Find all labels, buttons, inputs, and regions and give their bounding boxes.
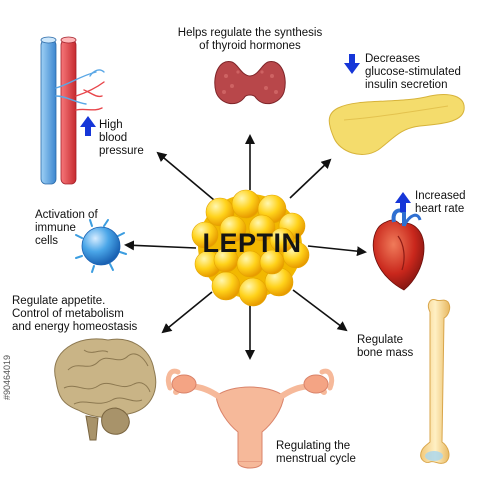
menstrual-label: Regulating the menstrual cycle bbox=[276, 440, 386, 466]
insulin-label-line: Decreases bbox=[365, 53, 420, 65]
arrow-to-immune-cell bbox=[124, 240, 197, 251]
heart-rate-label-line: Increased bbox=[415, 190, 466, 202]
up-arrow-icon bbox=[395, 192, 411, 212]
blood-pressure-label-line: High bbox=[99, 119, 123, 131]
blood-pressure-label-line: blood bbox=[99, 132, 128, 144]
blood-vessels-icon bbox=[40, 36, 105, 185]
thyroid-label-line: of thyroid hormones bbox=[199, 40, 301, 52]
center-label: LEPTIN bbox=[202, 228, 302, 258]
insulin-label: Decreases glucose-stimulated insulin sec… bbox=[365, 53, 495, 92]
heart-icon bbox=[372, 208, 425, 291]
pancreas-icon bbox=[328, 94, 465, 155]
arrow-to-brain bbox=[161, 291, 213, 334]
menstrual-label-line: Regulating the bbox=[276, 440, 351, 452]
immune-label-line: cells bbox=[35, 235, 59, 247]
heart-rate-label-line: heart rate bbox=[415, 203, 465, 215]
brain-icon bbox=[54, 338, 157, 441]
immune-label-line: Activation of bbox=[35, 209, 98, 221]
arrow-to-bone bbox=[292, 289, 348, 332]
blood-pressure-label-line: pressure bbox=[99, 145, 144, 157]
immune-cell-icon bbox=[75, 219, 127, 273]
heart-rate-label: Increased heart rate bbox=[415, 190, 499, 216]
insulin-label-line: insulin secretion bbox=[365, 79, 448, 91]
bone-icon bbox=[420, 299, 451, 464]
up-arrow-icon bbox=[80, 116, 96, 136]
insulin-label-line: glucose-stimulated bbox=[365, 66, 461, 78]
bone-label-line: bone mass bbox=[357, 347, 414, 359]
immune-label-line: immune bbox=[35, 222, 76, 234]
appetite-label: Regulate appetite. Control of metabolism… bbox=[12, 295, 172, 334]
appetite-label-line: Regulate appetite. bbox=[12, 295, 106, 307]
fat-cell-cluster-icon bbox=[191, 189, 310, 307]
appetite-label-line: and energy homeostasis bbox=[12, 321, 138, 333]
bone-label-line: Regulate bbox=[357, 334, 404, 346]
stock-image-id: #90464019 bbox=[2, 354, 12, 400]
down-arrow-icon bbox=[344, 54, 360, 74]
arrow-to-pancreas bbox=[289, 158, 332, 199]
uterus-icon bbox=[165, 368, 335, 469]
arrow-to-blood-vessels bbox=[156, 151, 215, 201]
menstrual-label-line: menstrual cycle bbox=[276, 453, 356, 465]
appetite-label-line: Control of metabolism bbox=[12, 308, 124, 320]
thyroid-label: Helps regulate the synthesis of thyroid … bbox=[152, 27, 348, 53]
immune-label: Activation of immune cells bbox=[35, 209, 135, 248]
thyroid-gland-icon bbox=[214, 61, 286, 105]
thyroid-label-line: Helps regulate the synthesis bbox=[177, 27, 323, 39]
bone-label: Regulate bone mass bbox=[357, 334, 447, 360]
blood-pressure-label: High blood pressure bbox=[99, 119, 169, 158]
arrow-to-heart bbox=[307, 245, 367, 257]
